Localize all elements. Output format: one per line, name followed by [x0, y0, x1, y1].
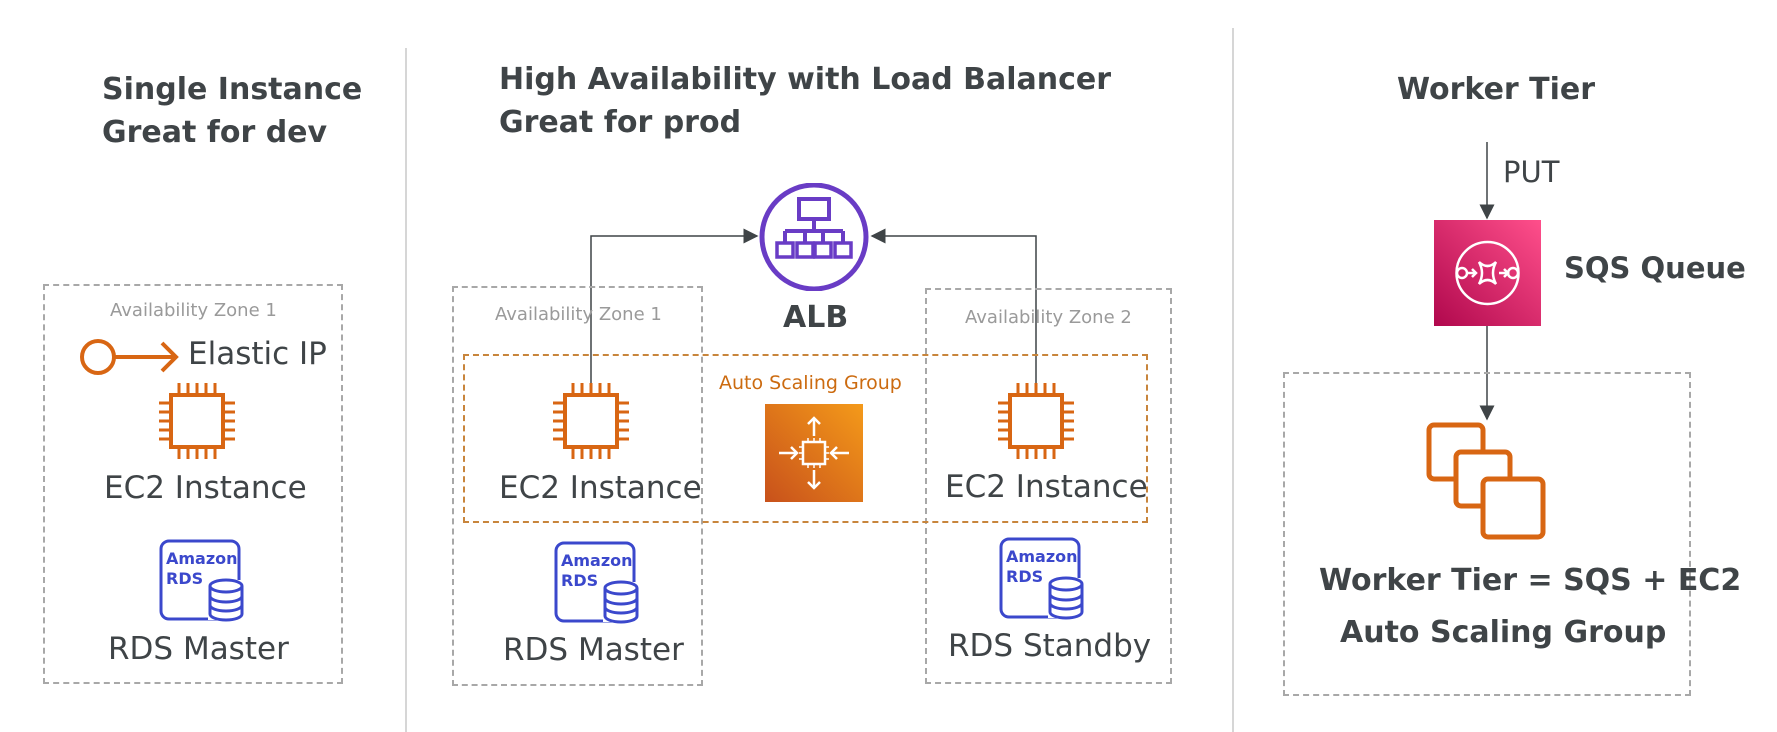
ec2-instances-stack-icon	[1426, 422, 1546, 540]
worker-title: Worker Tier	[1397, 72, 1596, 107]
ha-title-line1: High Availability with Load Balancer	[499, 62, 1112, 97]
rds-badge-text-amazon: Amazon	[1006, 547, 1078, 566]
single-ec2-label: EC2 Instance	[104, 470, 307, 506]
rds-badge-text-rds: RDS	[166, 569, 203, 588]
elastic-ip-label: Elastic IP	[188, 336, 327, 372]
ha-ec2-right-label: EC2 Instance	[945, 469, 1148, 505]
asg-label: Auto Scaling Group	[719, 372, 902, 394]
load-balancer-icon	[759, 183, 869, 291]
single-availability-zone	[43, 284, 343, 684]
worker-desc-line1: Worker Tier = SQS + EC2	[1319, 563, 1742, 598]
worker-tier-box	[1283, 372, 1691, 696]
rds-badge-text-rds: RDS	[1006, 567, 1043, 586]
ha-zone1-label: Availability Zone 1	[495, 304, 662, 325]
sqs-label: SQS Queue	[1564, 251, 1746, 285]
single-title-line2: Great for dev	[102, 115, 328, 150]
put-label: PUT	[1503, 155, 1560, 189]
single-title-line1: Single Instance	[102, 72, 363, 107]
alb-label: ALB	[783, 300, 849, 335]
elastic-ip-icon	[80, 339, 179, 375]
sqs-queue-icon	[1434, 220, 1541, 326]
ec2-chip-icon	[553, 383, 629, 459]
rds-badge-text-amazon: Amazon	[561, 551, 633, 570]
ha-rds-right-label: RDS Standby	[948, 628, 1152, 664]
ha-rds-left-label: RDS Master	[503, 632, 684, 668]
rds-badge-text-amazon: Amazon	[166, 549, 238, 568]
rds-badge-text-rds: RDS	[561, 571, 598, 590]
ha-ec2-left-label: EC2 Instance	[499, 470, 702, 506]
column-divider-right	[1232, 28, 1234, 732]
column-divider-left	[405, 48, 407, 732]
single-zone-label: Availability Zone 1	[110, 300, 277, 321]
single-rds-label: RDS Master	[108, 631, 289, 667]
ha-zone2-label: Availability Zone 2	[965, 307, 1132, 328]
worker-desc-line2: Auto Scaling Group	[1340, 615, 1667, 650]
ec2-chip-icon	[998, 383, 1074, 459]
ec2-chip-icon	[159, 383, 235, 459]
auto-scaling-icon	[765, 404, 863, 502]
auto-scaling-group-box	[463, 354, 1148, 523]
ha-availability-zone-2	[925, 288, 1172, 684]
ha-availability-zone-1	[452, 286, 703, 686]
ha-title-line2: Great for prod	[499, 105, 742, 140]
